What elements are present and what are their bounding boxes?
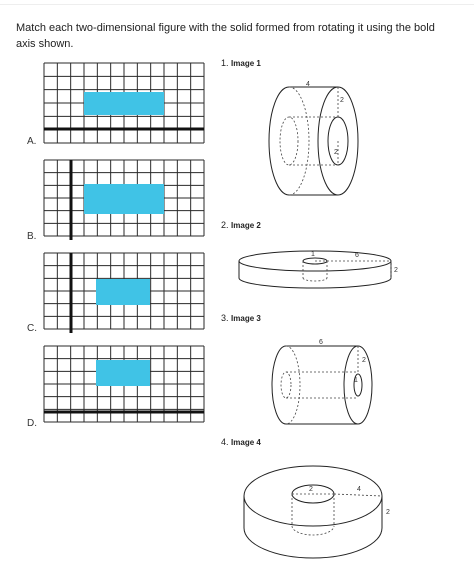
dimension-label: 4 (357, 486, 361, 493)
dimension-label: 2 (386, 509, 390, 516)
dimension-label: 4 (306, 81, 310, 88)
dimension-label: 2 (334, 149, 338, 156)
dimension-label: 2 (309, 486, 313, 493)
dimension-label: 2 (394, 267, 398, 274)
solid-image-3: 6 2 1 (271, 339, 373, 425)
dimension-label: 2 (340, 97, 344, 104)
figure-d-grid (43, 345, 205, 423)
figure-a-grid (43, 62, 205, 144)
figure-c-grid (43, 252, 205, 333)
figure-c-label: C. (27, 323, 37, 334)
figure-d-label: D. (27, 418, 37, 429)
question-4-label: 4. Image 4 (221, 437, 261, 447)
dimension-label: 2 (362, 357, 366, 364)
dimension-label: 6 (355, 252, 359, 259)
solid-image-2: 1 6 2 (238, 250, 398, 289)
figure-a-label: A. (27, 136, 37, 147)
question-3-label: 3. Image 3 (221, 313, 261, 323)
dimension-label: 6 (319, 339, 323, 346)
solid-image-4: 2 4 2 (243, 465, 390, 559)
figure-b-label: B. (27, 231, 37, 242)
dimension-label: 1 (311, 251, 315, 258)
question-1-label: 1. Image 1 (221, 58, 261, 68)
question-prompt: Match each two-dimensional figure with t… (16, 22, 435, 50)
question-2-label: 2. Image 2 (221, 220, 261, 230)
figure-b-grid (43, 159, 205, 240)
top-divider (0, 4, 474, 5)
dimension-label: 1 (354, 377, 358, 384)
solid-image-1: 4 2 2 (268, 81, 359, 196)
